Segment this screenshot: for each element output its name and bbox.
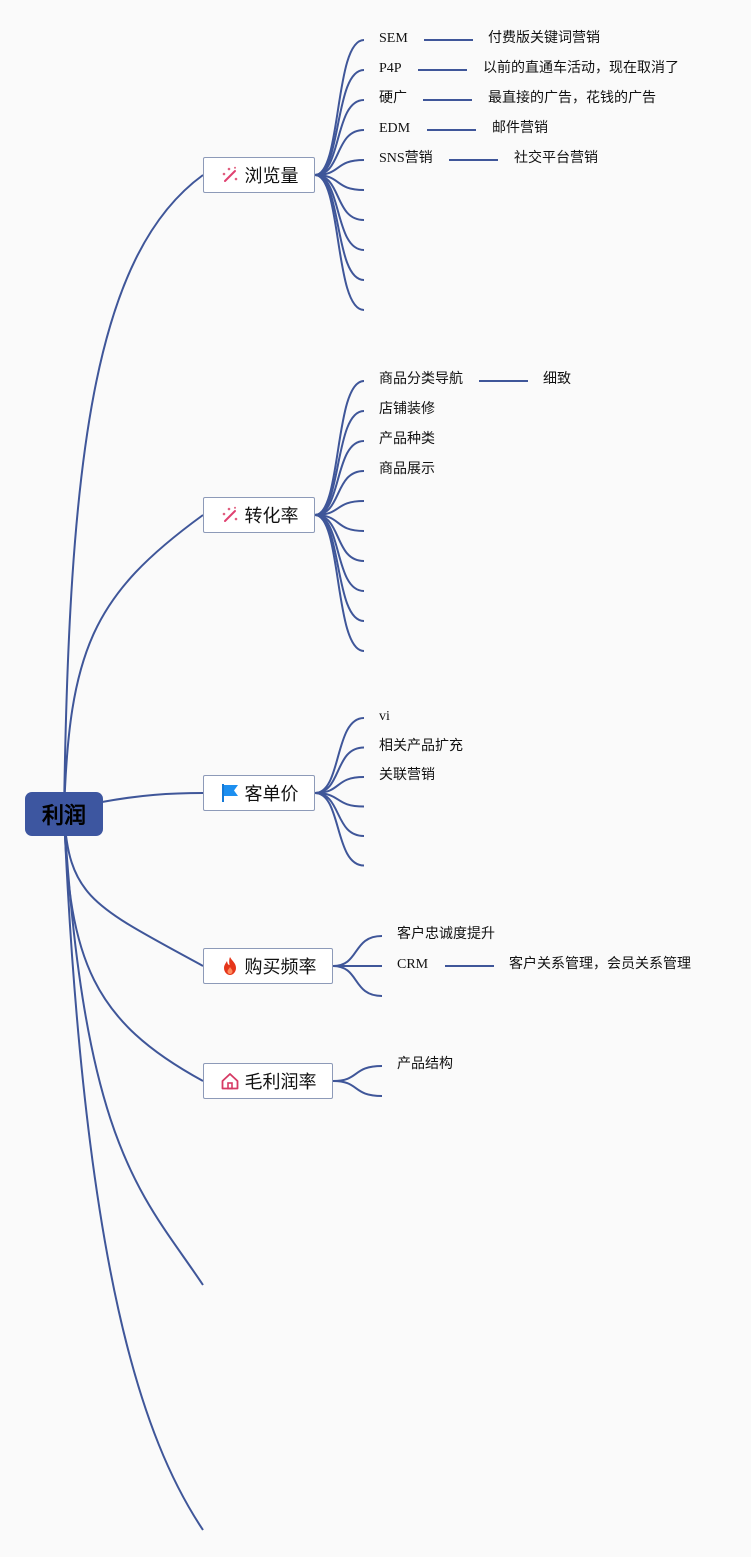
- leaf-connector: [314, 792, 365, 867]
- subtopic-label[interactable]: 商品分类导航: [379, 372, 463, 387]
- topic-label: 毛利润率: [244, 1072, 317, 1093]
- leaf-connector: [332, 1065, 383, 1082]
- leaf-connector: [314, 410, 365, 516]
- fire-icon: [220, 956, 240, 976]
- note-label[interactable]: 最直接的广告，花钱的广告: [488, 91, 656, 106]
- flag-icon: [220, 783, 240, 803]
- leaf-connector: [332, 965, 383, 997]
- topic-frequency[interactable]: 购买频率: [203, 948, 333, 984]
- subtopic-label[interactable]: SEM: [379, 31, 408, 46]
- root-label: 利润: [41, 804, 86, 829]
- leaf-connector: [314, 174, 365, 311]
- leaf-connector: [314, 717, 365, 794]
- note-label[interactable]: 以前的直通车活动，现在取消了: [483, 61, 679, 76]
- branch-connector-order-value: [101, 792, 204, 803]
- leaf-connector: [314, 174, 365, 251]
- subtopic-label[interactable]: SNS营销: [379, 151, 433, 166]
- topic-margin[interactable]: 毛利润率: [203, 1063, 333, 1099]
- subtopic-label[interactable]: 相关产品扩充: [379, 738, 463, 754]
- topic-label: 客单价: [244, 784, 299, 805]
- subtopic-label[interactable]: CRM: [397, 957, 429, 972]
- subtopic-label[interactable]: 店铺装修: [379, 402, 435, 417]
- branch-connector-margin: [63, 813, 204, 1082]
- leaf-connector: [314, 470, 365, 516]
- magic-wand-icon: [220, 505, 240, 525]
- branch-connector-empty: [63, 813, 204, 1531]
- subtopic-label[interactable]: 产品结构: [397, 1057, 453, 1072]
- subtopic-label[interactable]: 关联营销: [379, 768, 435, 783]
- leaf-connector: [314, 69, 365, 176]
- note-label[interactable]: 细致: [543, 372, 571, 387]
- leaf-connector: [332, 1080, 383, 1097]
- subtopic-label[interactable]: 客户忠诚度提升: [397, 927, 495, 942]
- note-label[interactable]: 邮件营销: [492, 121, 548, 136]
- branch-connector-views: [63, 174, 204, 815]
- subtopic-label[interactable]: 硬广: [379, 91, 407, 106]
- leaf-connector: [314, 440, 365, 516]
- magic-wand-icon: [220, 165, 240, 185]
- leaf-connector: [314, 99, 365, 176]
- leaf-connector: [314, 514, 365, 592]
- subtopic-label[interactable]: 产品种类: [379, 432, 435, 447]
- subtopic-label[interactable]: EDM: [379, 121, 411, 136]
- branch-connector-frequency: [63, 813, 204, 967]
- leaf-connector: [314, 380, 365, 516]
- branch-connector-conversion: [63, 514, 204, 815]
- note-label[interactable]: 社交平台营销: [514, 151, 598, 166]
- subtopic-label[interactable]: P4P: [379, 61, 402, 76]
- leaf-connector: [314, 39, 365, 176]
- leaf-connector: [314, 746, 365, 794]
- branch-connector-empty: [63, 813, 204, 1286]
- leaf-connector: [314, 514, 365, 652]
- topic-label: 购买频率: [244, 957, 317, 978]
- leaf-connector: [314, 129, 365, 176]
- house-icon: [220, 1071, 240, 1091]
- topic-views[interactable]: 浏览量: [203, 157, 315, 193]
- topic-conversion[interactable]: 转化率: [203, 497, 315, 533]
- subtopic-label[interactable]: 商品展示: [379, 462, 435, 477]
- subtopic-label[interactable]: vi: [379, 709, 390, 724]
- note-label[interactable]: 客户关系管理，会员关系管理: [509, 957, 691, 972]
- topic-order-value[interactable]: 客单价: [203, 775, 315, 811]
- leaf-connector: [332, 935, 383, 967]
- topic-label: 转化率: [244, 506, 299, 527]
- leaf-connector: [314, 174, 365, 281]
- note-label[interactable]: 付费版关键词营销: [488, 31, 600, 46]
- topic-label: 浏览量: [244, 166, 299, 187]
- root-node[interactable]: 利润: [25, 792, 103, 836]
